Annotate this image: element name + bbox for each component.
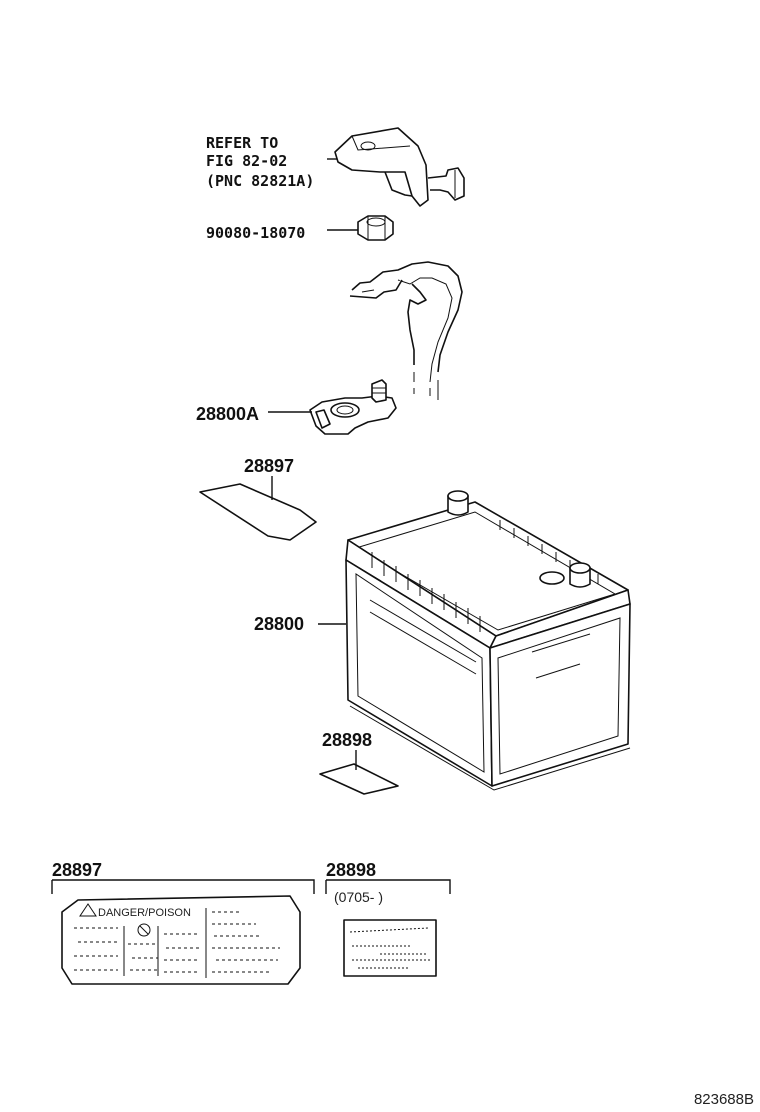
- caution-label-sheet-part: [199, 483, 317, 541]
- small-label-detail: [343, 919, 437, 977]
- warning-triangle-icon: [79, 903, 97, 917]
- terminal-part-number: 28800A: [196, 404, 259, 424]
- danger-poison-text: DANGER/POISON: [98, 907, 191, 919]
- caution-label-detail: DANGER/POISON: [61, 895, 301, 985]
- refer-text-line2: FIG 82-02: [206, 152, 287, 170]
- detail-left-bracket: [51, 879, 315, 894]
- detail-right-bracket: [325, 879, 451, 894]
- small-label-part-number: 28898: [322, 730, 372, 750]
- label-sheet-part-number: 28897: [244, 456, 294, 476]
- battery-part-number: 28800: [254, 614, 304, 634]
- refer-text-line3: (PNC 82821A): [206, 172, 314, 190]
- nut-part-number: 90080-18070: [206, 224, 305, 242]
- figure-id: 823688B: [694, 1091, 754, 1108]
- battery-part: [345, 490, 631, 791]
- detail-left-title: 28897: [52, 860, 102, 880]
- nut-part: [357, 215, 394, 241]
- prohibition-icon: [137, 923, 151, 937]
- battery-terminal-clamp-part: [309, 379, 397, 435]
- detail-right-title: 28898: [326, 860, 376, 880]
- battery-cable-part: [349, 261, 463, 400]
- small-label-part: [319, 763, 399, 795]
- date-range-text: (0705- ): [334, 889, 383, 905]
- refer-text-line1: REFER TO: [206, 134, 278, 152]
- terminal-cover-part: [334, 127, 465, 207]
